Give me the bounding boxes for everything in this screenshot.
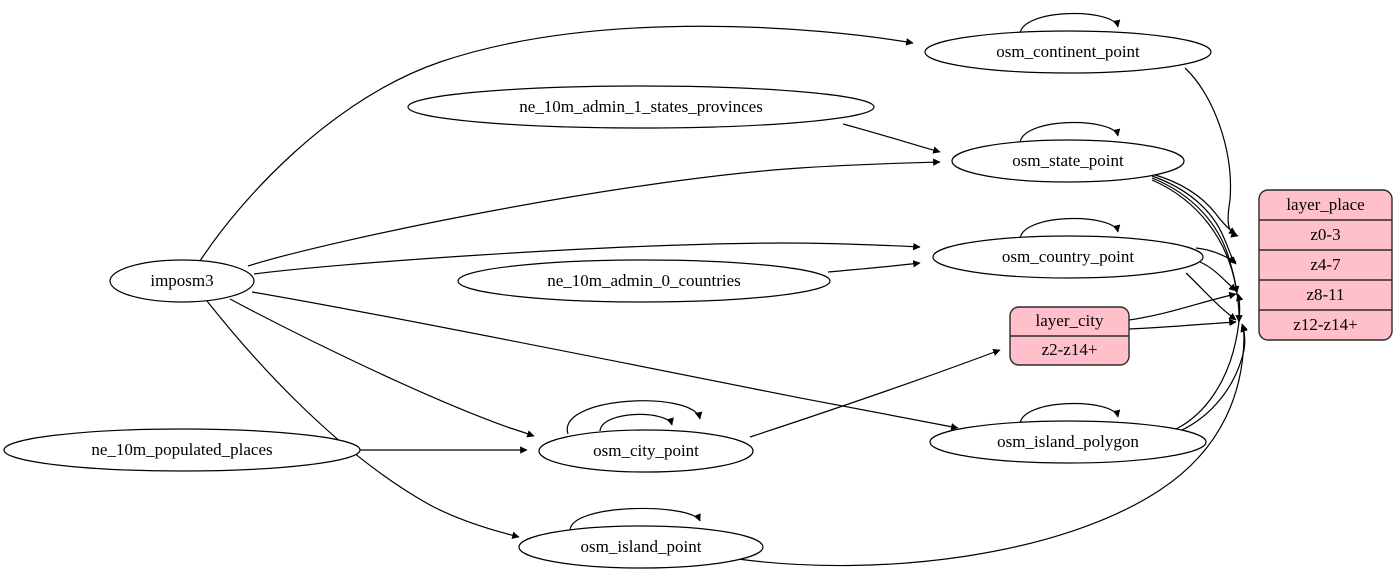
node-ne_10m_admin_0_countries[interactable]: ne_10m_admin_0_countries xyxy=(457,259,831,303)
node-label-osm_state_point: osm_state_point xyxy=(1012,151,1124,170)
record-title-layer_place: layer_place xyxy=(1286,195,1364,214)
node-osm_state_point[interactable]: osm_state_point xyxy=(951,139,1185,183)
selfloop-osm_state_point xyxy=(1019,122,1121,144)
record-row-layer_place-2[interactable]: z8-11 xyxy=(1306,285,1344,304)
selfloop-osm_continent_point xyxy=(1019,13,1121,35)
selfloop-osm_city_point-outer xyxy=(566,400,703,435)
node-ne_10m_admin_1_states_provinces[interactable]: ne_10m_admin_1_states_provinces xyxy=(407,85,875,129)
node-ne_10m_populated_places[interactable]: ne_10m_populated_places xyxy=(3,428,361,472)
node-label-ne_states: ne_10m_admin_1_states_provinces xyxy=(519,97,763,116)
node-osm_city_point[interactable]: osm_city_point xyxy=(538,429,754,473)
node-label-ne_countries: ne_10m_admin_0_countries xyxy=(547,271,741,290)
node-label-ne_populated: ne_10m_populated_places xyxy=(91,440,272,459)
edge-layer_city-to-layer_place-z12_z14 xyxy=(1128,318,1237,330)
edge-osm_country_point-to-layer_place-z8_11 xyxy=(1199,261,1237,292)
node-osm_island_point[interactable]: osm_island_point xyxy=(518,525,764,569)
node-osm_continent_point[interactable]: osm_continent_point xyxy=(924,30,1212,74)
node-osm_country_point[interactable]: osm_country_point xyxy=(932,235,1204,279)
selfloop-osm_island_polygon xyxy=(1019,403,1121,425)
edge-ne_countries-to-osm_country_point xyxy=(827,260,921,273)
edge-osm_city_point-to-layer_city-z2_z14 xyxy=(749,348,1001,438)
edge-osm_island_point-to-layer_place-z12_z14 xyxy=(737,324,1248,567)
record-row-layer_place-0[interactable]: z0-3 xyxy=(1310,225,1340,244)
node-label-osm_island_point: osm_island_point xyxy=(581,537,702,556)
edge-osm_country_point-to-layer_place-z12_z14 xyxy=(1185,272,1237,321)
record-node-layer_place[interactable]: layer_place z0-3 z4-7 z8-11 z12-z14+ xyxy=(1258,189,1393,341)
edge-imposm3-to-osm_island_point xyxy=(206,300,520,539)
node-osm_island_polygon[interactable]: osm_island_polygon xyxy=(929,420,1207,464)
edge-osm_country_point-to-layer_place-z4_7 xyxy=(1195,247,1237,263)
edge-osm_continent_point-to-layer_place-z0_3 xyxy=(1184,67,1239,238)
edge-osm_island_polygon-to-layer_place-z12_z14 xyxy=(1179,323,1248,432)
record-row-layer_place-3[interactable]: z12-z14+ xyxy=(1293,315,1357,334)
edge-ne_states-to-osm_state_point xyxy=(842,123,941,154)
node-label-osm_island_polygon: osm_island_polygon xyxy=(997,432,1139,451)
record-node-layer_city[interactable]: layer_city z2-z14+ xyxy=(1009,306,1130,366)
selfloop-osm_island_point xyxy=(569,507,701,531)
record-title-layer_city: layer_city xyxy=(1036,311,1104,330)
edge-imposm3-to-osm_island_polygon xyxy=(251,291,959,431)
node-imposm3[interactable]: imposm3 xyxy=(109,259,255,303)
node-label-osm_continent_point: osm_continent_point xyxy=(996,42,1140,61)
node-label-osm_city_point: osm_city_point xyxy=(593,441,699,460)
edge-osm_state_point-to-layer_place-z0_3 xyxy=(1151,173,1237,235)
edge-imposm3-to-osm_country_point xyxy=(253,242,921,275)
node-label-imposm3: imposm3 xyxy=(150,271,213,290)
edge-imposm3-to-osm_state_point xyxy=(247,158,941,267)
node-label-osm_country_point: osm_country_point xyxy=(1002,247,1134,266)
edge-layer_city-to-layer_place-z8_11 xyxy=(1128,291,1237,321)
edge-imposm3-to-osm_continent_point xyxy=(199,25,914,262)
edge-imposm3-to-osm_city_point xyxy=(229,298,535,438)
record-row-layer_place-1[interactable]: z4-7 xyxy=(1310,255,1341,274)
edge-osm_island_polygon-to-layer_place-z8_11 xyxy=(1175,293,1244,430)
selfloop-osm_city_point-inner xyxy=(599,413,674,432)
edge-osm_state_point-to-layer_place-z8_11 xyxy=(1151,177,1240,294)
selfloop-osm_country_point xyxy=(1019,218,1121,240)
record-row-layer_city-0[interactable]: z2-z14+ xyxy=(1042,340,1098,359)
